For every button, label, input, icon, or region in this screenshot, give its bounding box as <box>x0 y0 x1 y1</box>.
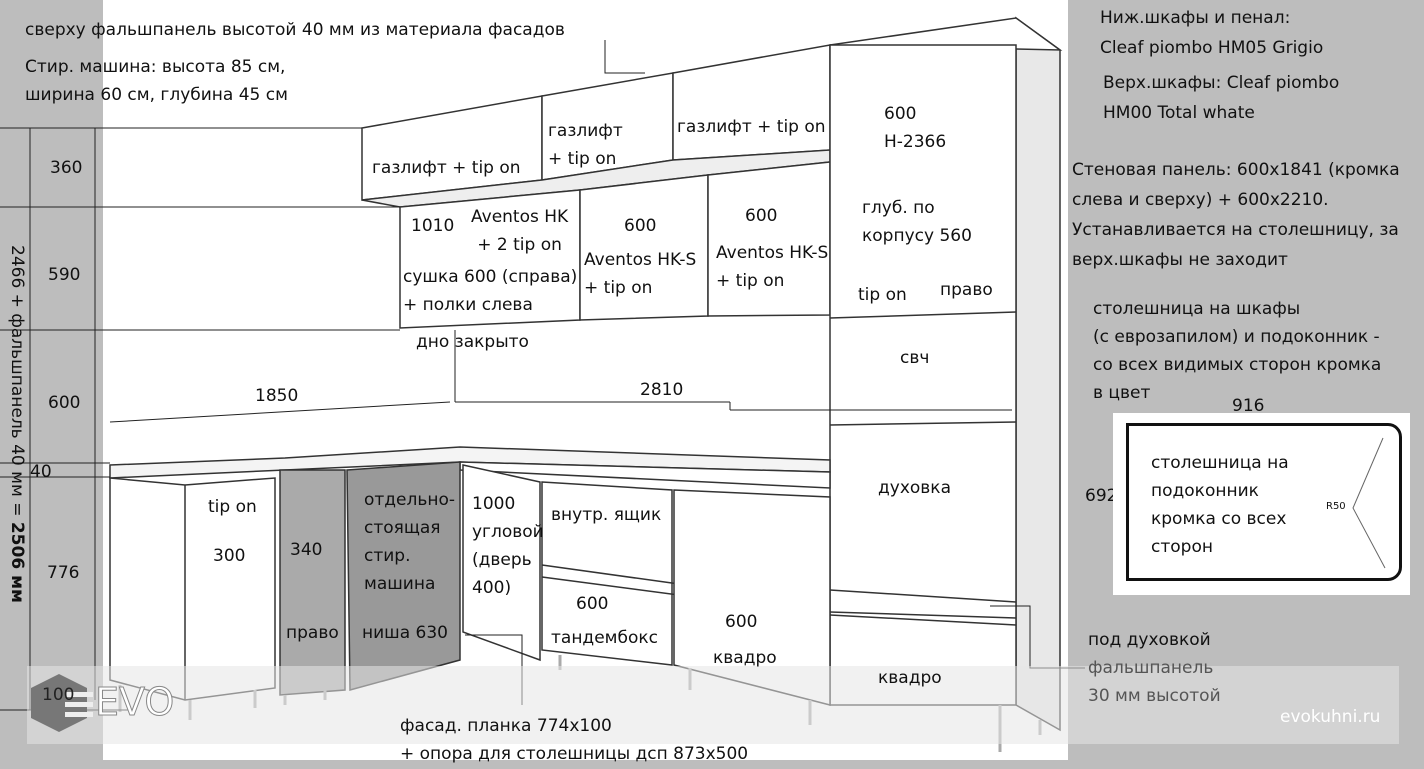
label-mid1-width: 1010 <box>411 216 455 236</box>
label-tall-right: право <box>940 280 993 300</box>
label-low4-width: 600 <box>576 594 609 614</box>
dim-2810: 2810 <box>640 380 684 400</box>
label-mid1-mech: Aventos HK + 2 tip on <box>471 207 569 255</box>
sill-height: 692 <box>1085 486 1118 506</box>
label-tall-depth: глуб. по корпусу 560 <box>862 198 972 246</box>
washer-niche <box>346 461 461 691</box>
label-low1-width: 300 <box>213 546 246 566</box>
label-top1: газлифт + tip on <box>372 158 521 178</box>
label-low2-right: право <box>286 623 339 643</box>
dim-1850: 1850 <box>255 386 299 406</box>
upper-top-cabinet-3 <box>672 44 831 161</box>
label-mid3-mech: Aventos HK-S + tip on <box>716 243 829 291</box>
tall-column-front <box>829 44 1017 706</box>
watermark: evokuhni.ru <box>1280 707 1381 727</box>
label-mid2-width: 600 <box>624 216 657 236</box>
corner-cabinet <box>462 464 541 662</box>
dim-360: 360 <box>50 158 83 178</box>
under-oven-panel-note: фальшпанель 30 мм высотой <box>1088 658 1221 706</box>
label-mid3-width: 600 <box>745 206 778 226</box>
label-oven: духовка <box>878 478 951 498</box>
label-corner: 1000 угловой (дверь 400) <box>472 494 544 598</box>
label-mid2-mech: Aventos HK-S + tip on <box>584 250 697 298</box>
lower-cabinet-340 <box>279 469 346 696</box>
wall-panel-note: Стеновая панель: 600х1841 (кромка слева … <box>1072 160 1400 270</box>
countertop-note: столешница на шкафы (с еврозапилом) и по… <box>1093 299 1382 403</box>
evo-logo: EVO <box>27 668 175 742</box>
logo-text: EVO <box>94 680 175 725</box>
sill-outline <box>1126 423 1402 581</box>
window-sill-plan: столешница на подоконник кромка со всех … <box>1113 413 1410 595</box>
dim-40: 40 <box>30 462 52 482</box>
dim-600: 600 <box>48 393 81 413</box>
label-washer-niche: отдельно- стоящая стир. машина <box>364 490 456 594</box>
dim-776: 776 <box>47 563 80 583</box>
label-niche: ниша 630 <box>362 623 448 643</box>
label-top3: газлифт + tip on <box>677 117 826 137</box>
label-tall-top: 600 Н-2366 <box>884 104 947 152</box>
total-height-label: 2466 + фальшпанель 40 мм = 2506 мм <box>7 245 27 603</box>
dimension-lines <box>0 40 1085 711</box>
under-oven-note: под духовкой <box>1088 630 1211 650</box>
label-inner-drawer: внутр. ящик <box>551 505 662 525</box>
label-mid1-note: сушка 600 (справа) + полки слева <box>403 267 578 315</box>
total-height-prefix: 2466 + фальшпанель 40 мм = <box>7 245 27 522</box>
tall-column-side <box>1015 16 1061 732</box>
washer-note: Стир. машина: высота 85 см, ширина 60 см… <box>25 57 288 105</box>
label-tandembox: тандембокс <box>551 628 658 648</box>
sill-radius: R50 <box>1326 501 1346 512</box>
radius-leader-lines <box>1352 437 1386 569</box>
dim-100: 100 <box>42 685 75 705</box>
label-low1-tipon: tip on <box>208 497 257 517</box>
label-low5-width: 600 <box>725 612 758 632</box>
sill-width: 916 <box>1232 396 1265 416</box>
watermark-band <box>27 666 1399 744</box>
total-height-value: 2506 мм <box>7 521 27 603</box>
label-low2-width: 340 <box>290 540 323 560</box>
label-top2: газлифт + tip on <box>548 121 623 169</box>
label-tall-tipon: tip on <box>858 285 907 305</box>
plank-note: фасад. планка 774х100 + опора для столеш… <box>400 716 749 764</box>
upper-material-note: Верх.шкафы: Cleaf piombo HM00 Total what… <box>1103 73 1340 123</box>
sill-text: столешница на подоконник кромка со всех … <box>1151 453 1289 557</box>
label-bottom-closed: дно закрыто <box>416 332 529 352</box>
label-quadro1: квадро <box>713 648 777 668</box>
logo-hexagon-icon <box>31 674 93 732</box>
top-panel-note: сверху фальшпанель высотой 40 мм из мате… <box>25 20 565 40</box>
label-microwave: свч <box>900 348 930 368</box>
label-quadro2: квадро <box>878 668 942 688</box>
lower-material-note: Ниж.шкафы и пенал: Cleaf piombo HM05 Gri… <box>1100 8 1324 58</box>
dim-590: 590 <box>48 265 81 285</box>
